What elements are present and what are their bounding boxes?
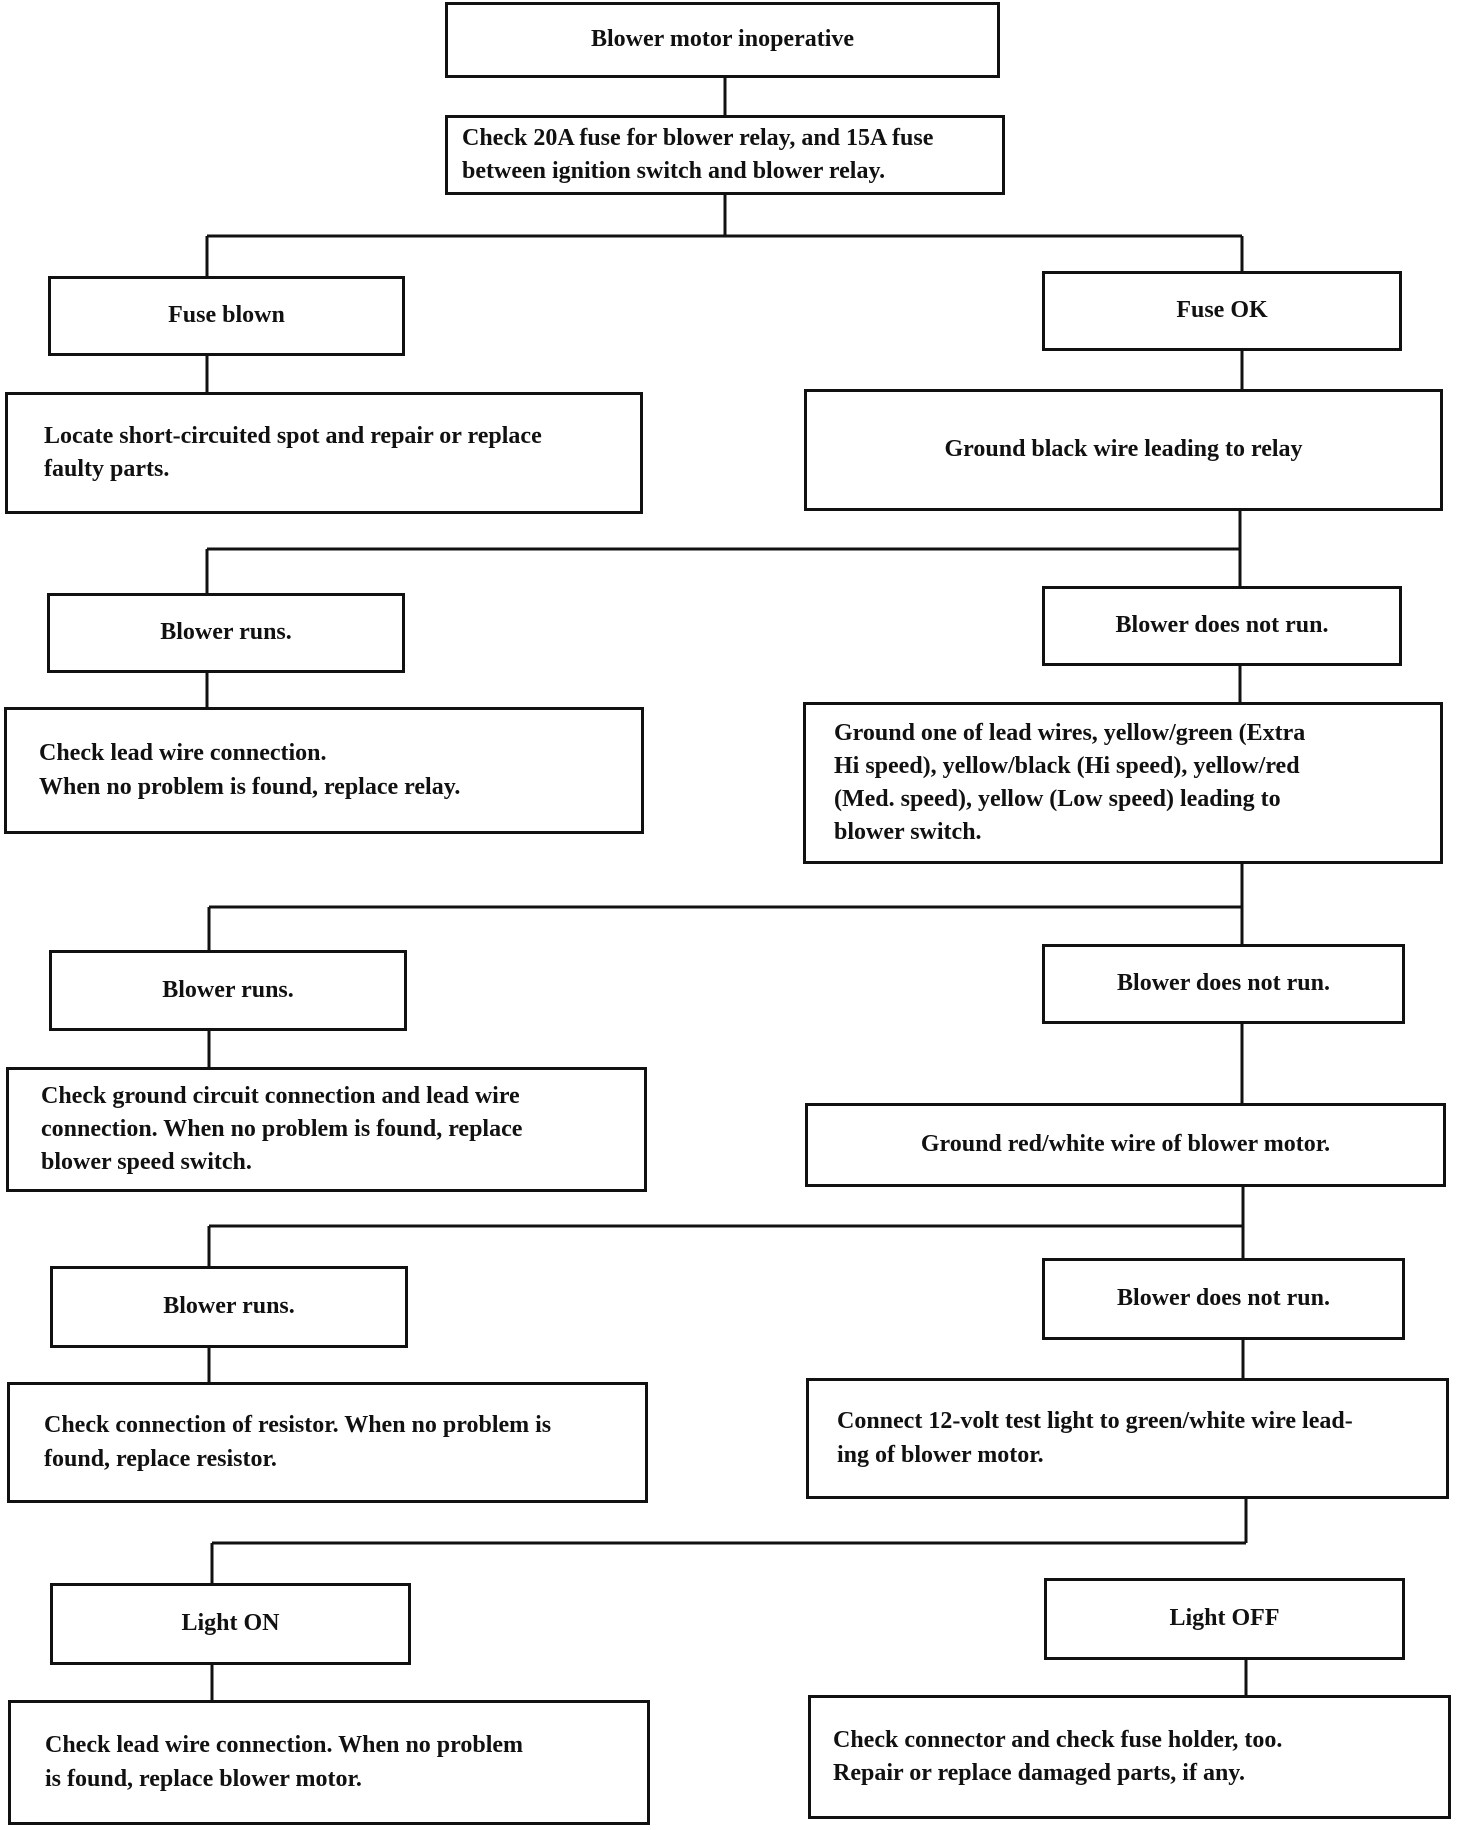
step2-runs-label: Blower runs.	[162, 976, 294, 1003]
step3-runs-action-label: Check connection of resistor. When no pr…	[44, 1412, 552, 1472]
fuse-blown-action-box: Locate short-circuited spot and repair o…	[5, 392, 643, 514]
step1-runs-label: Blower runs.	[160, 619, 292, 646]
step3-runs-box: Blower runs.	[50, 1266, 408, 1348]
ground-lead-wires-label: Ground one of lead wires, yellow/green (…	[834, 719, 1306, 846]
ground-black-wire-box: Ground black wire leading to relay	[804, 389, 1443, 511]
step3-runs-label: Blower runs.	[163, 1293, 295, 1320]
start-box: Blower motor inoperative	[445, 2, 1000, 78]
fuse-blown-action-label: Locate short-circuited spot and repair o…	[44, 422, 542, 482]
ground-red-white-box: Ground red/white wire of blower motor.	[805, 1103, 1446, 1187]
ground-black-wire-label: Ground black wire leading to relay	[944, 436, 1303, 463]
fuse-blown-box: Fuse blown	[48, 276, 405, 356]
start-label: Blower motor inoperative	[590, 26, 855, 53]
step3-not-run-box: Blower does not run.	[1042, 1258, 1405, 1340]
fuse-ok-box: Fuse OK	[1042, 271, 1402, 351]
light-on-action-label: Check lead wire connection. When no prob…	[45, 1732, 524, 1792]
fuse-blown-label: Fuse blown	[168, 302, 285, 329]
fuse-ok-label: Fuse OK	[1176, 297, 1268, 324]
step3-runs-action-box: Check connection of resistor. When no pr…	[7, 1382, 648, 1503]
check-fuses-label: Check 20A fuse for blower relay, and 15A…	[462, 124, 934, 184]
light-on-label: Light ON	[181, 1610, 280, 1637]
test-light-box: Connect 12-volt test light to green/whit…	[806, 1378, 1449, 1499]
light-on-action-box: Check lead wire connection. When no prob…	[8, 1700, 650, 1825]
ground-red-white-label: Ground red/white wire of blower motor.	[920, 1131, 1331, 1158]
step2-not-run-box: Blower does not run.	[1042, 944, 1405, 1024]
step2-runs-action-label: Check ground circuit connection and lead…	[41, 1082, 523, 1176]
step1-runs-action-box: Check lead wire connection. When no prob…	[4, 707, 644, 834]
light-off-box: Light OFF	[1044, 1578, 1405, 1660]
light-off-action-box: Check connector and check fuse holder, t…	[808, 1695, 1451, 1819]
light-on-box: Light ON	[50, 1583, 411, 1665]
step2-runs-box: Blower runs.	[49, 950, 407, 1031]
light-off-action-label: Check connector and check fuse holder, t…	[833, 1726, 1283, 1786]
step1-not-run-box: Blower does not run.	[1042, 586, 1402, 666]
step2-runs-action-box: Check ground circuit connection and lead…	[6, 1067, 647, 1192]
step3-not-run-label: Blower does not run.	[1117, 1285, 1330, 1312]
step1-runs-action-label: Check lead wire connection. When no prob…	[39, 740, 461, 800]
step2-not-run-label: Blower does not run.	[1117, 970, 1330, 997]
test-light-label: Connect 12-volt test light to green/whit…	[837, 1408, 1353, 1468]
ground-lead-wires-box: Ground one of lead wires, yellow/green (…	[803, 702, 1443, 864]
step1-runs-box: Blower runs.	[47, 593, 405, 673]
check-fuses-box: Check 20A fuse for blower relay, and 15A…	[445, 115, 1005, 195]
light-off-label: Light OFF	[1169, 1605, 1280, 1632]
step1-not-run-label: Blower does not run.	[1115, 612, 1329, 639]
